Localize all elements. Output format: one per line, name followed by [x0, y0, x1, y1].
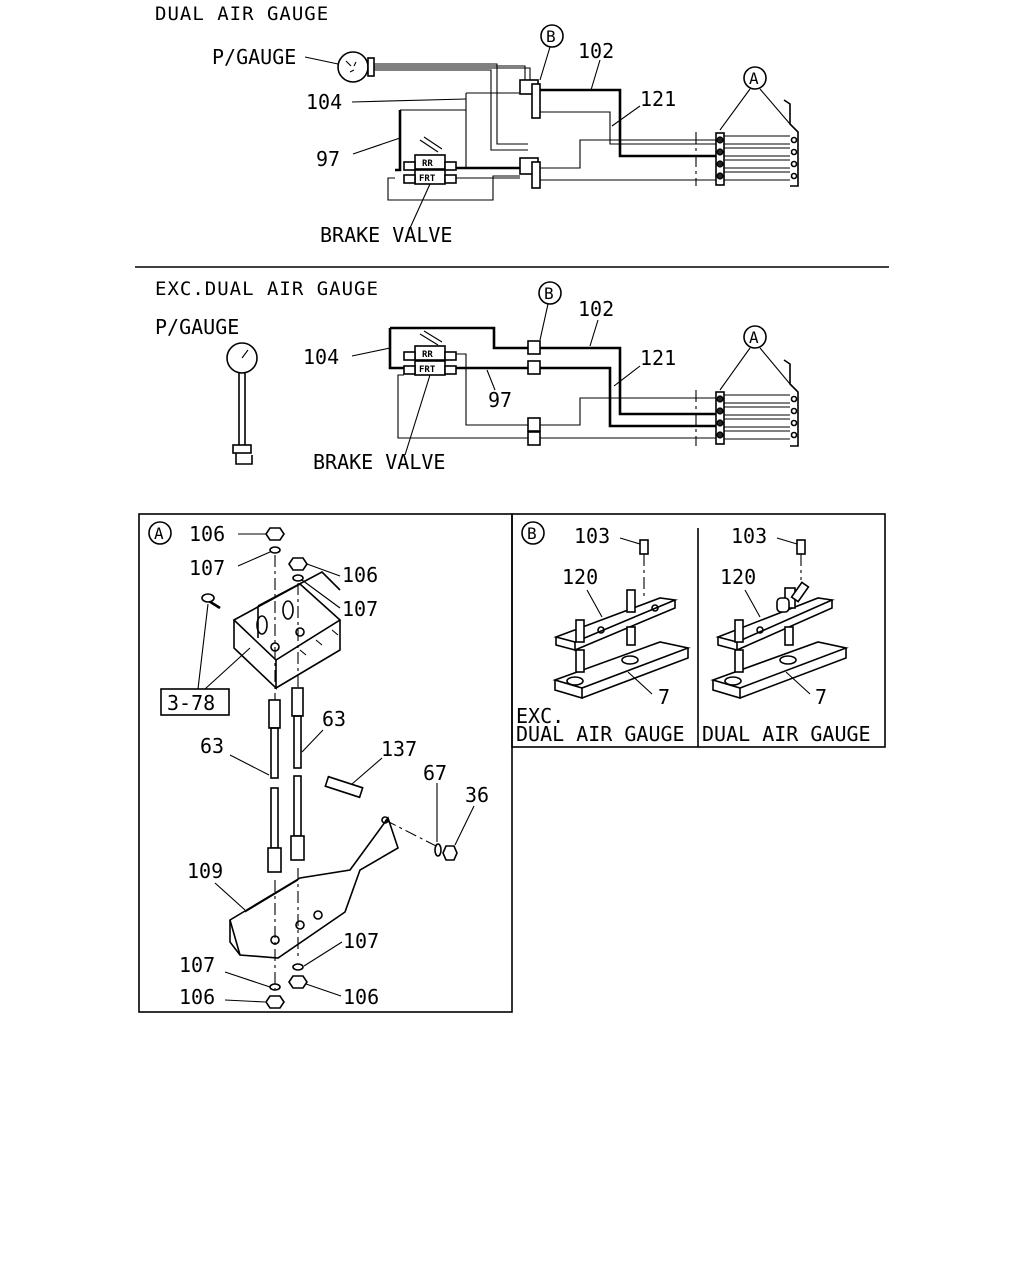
callout-b-circle: [538, 281, 562, 305]
caption-exc: EXC.: [516, 704, 564, 728]
callout-106: 106: [342, 563, 378, 587]
valve-frt: FRT: [419, 174, 436, 184]
detail-a-panel: A: [138, 513, 513, 1013]
detail-b-ref: B: [527, 524, 537, 543]
callout-107: 107: [189, 556, 225, 580]
section-title: DUAL AIR GAUGE: [155, 3, 329, 25]
connector-block-exc: [695, 359, 799, 447]
callout-63: 63: [200, 734, 224, 758]
callout-a: A: [749, 328, 759, 347]
callout-104: 104: [303, 345, 339, 369]
brake-valve-exc: RR FRT: [403, 330, 457, 376]
callout-137: 137: [381, 737, 417, 761]
callout-107: 107: [179, 953, 215, 977]
callout-106: 106: [179, 985, 215, 1009]
caption-dual: DUAL AIR GAUGE: [516, 722, 685, 746]
callout-b-circle: [540, 24, 564, 48]
lower-bracket-109: [229, 816, 399, 959]
connector-block-dual: [695, 99, 799, 187]
callout-7: 7: [815, 685, 827, 709]
callout-121: 121: [640, 346, 676, 370]
callout-b: B: [544, 284, 554, 303]
callout-102: 102: [578, 39, 614, 63]
callout-7: 7: [658, 685, 670, 709]
caption-dual: DUAL AIR GAUGE: [702, 722, 871, 746]
callout-106: 106: [343, 985, 379, 1009]
callout-b: B: [546, 27, 556, 46]
brake-valve-label: BRAKE VALVE: [313, 450, 445, 474]
callout-107: 107: [342, 597, 378, 621]
manifold-exc: [552, 539, 691, 700]
pgauge-label: P/GAUGE: [212, 45, 296, 69]
callout-109: 109: [187, 859, 223, 883]
brake-valve-label: BRAKE VALVE: [320, 223, 452, 247]
callout-103: 103: [731, 524, 767, 548]
brake-valve-dual: RR FRT: [403, 136, 457, 185]
valve-rr: RR: [422, 350, 433, 360]
section-title: EXC.DUAL AIR GAUGE: [155, 278, 379, 300]
callout-121: 121: [640, 87, 676, 111]
single-pressure-gauge: [226, 342, 258, 465]
rod-63-left: [267, 699, 282, 873]
ref-box-3-78: 3-78: [167, 691, 215, 715]
callout-36: 36: [465, 783, 489, 807]
callout-107: 107: [343, 929, 379, 953]
callout-63: 63: [322, 707, 346, 731]
detail-b-panel: B 103 120 7 EXC. DUAL AIR GAUGE: [511, 513, 886, 748]
dual-pressure-gauge: [337, 51, 375, 83]
detail-a-ref: A: [154, 524, 164, 543]
callout-104: 104: [306, 90, 342, 114]
callout-a-circle: [743, 66, 767, 90]
callout-103: 103: [574, 524, 610, 548]
valve-rr: RR: [422, 159, 433, 169]
callout-97: 97: [316, 147, 340, 171]
callout-97: 97: [488, 388, 512, 412]
section-dual-air-gauge: DUAL AIR GAUGE P/GAUGE B 102 104: [155, 3, 799, 247]
callout-102: 102: [578, 297, 614, 321]
rod-63-right: [290, 687, 305, 861]
upper-bracket: [232, 571, 342, 690]
valve-frt: FRT: [419, 365, 436, 375]
callout-120: 120: [720, 565, 756, 589]
section-exc-dual-air-gauge: EXC.DUAL AIR GAUGE P/GAUGE 104 B 102 121…: [155, 278, 799, 474]
callout-67: 67: [423, 761, 447, 785]
callout-a: A: [749, 69, 759, 88]
manifold-dual: [710, 539, 849, 700]
pgauge-label: P/GAUGE: [155, 315, 239, 339]
callout-a-circle: [743, 325, 767, 349]
callout-120: 120: [562, 565, 598, 589]
callout-106: 106: [189, 522, 225, 546]
